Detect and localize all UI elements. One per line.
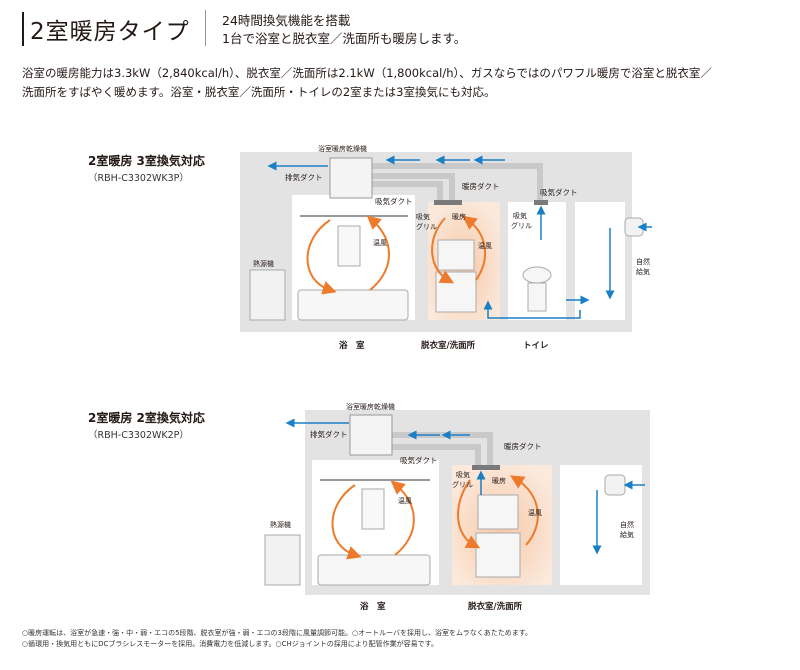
- dressing-warm-air-icon: [457, 479, 481, 549]
- bathtub: [297, 289, 409, 321]
- page-title: 2室暖房タイプ: [30, 19, 190, 45]
- diagram-model: （RBH-C3302WK3P）: [88, 173, 189, 184]
- label-heating: 暖房: [492, 476, 506, 485]
- hall-area: [575, 202, 625, 320]
- heating-duct-line: [370, 173, 455, 202]
- label-heat-source: 熱源機: [253, 259, 274, 268]
- label-heating-duct: 暖房ダクト: [504, 441, 542, 451]
- label-heat-source: 熱源機: [270, 520, 291, 529]
- label-natural: 自然: [620, 520, 634, 529]
- label-air-supply: 給気: [636, 267, 650, 276]
- exhaust-duct-line: [330, 163, 543, 200]
- natural-air-vent: [624, 217, 644, 237]
- label-warm-air: 温風: [373, 238, 387, 247]
- diagram-illustration: 浴室暖房乾燥機 排気ダクト 暖房ダクト 吸気ダクト 吸気 グリル 暖房 温風 温…: [264, 402, 650, 612]
- intake-duct-line: [360, 181, 443, 202]
- lead-paragraph: 浴室の暖房能力は3.3kW（2,840kcal/h）、脱衣室／洗面所は2.1kW…: [22, 64, 782, 102]
- label-intake-duct-2: 吸気ダクト: [540, 187, 578, 197]
- lead-line-1: 浴室の暖房能力は3.3kW（2,840kcal/h）、脱衣室／洗面所は2.1kW…: [22, 66, 712, 80]
- heating-grille: [486, 465, 500, 470]
- label-warm-air-2: 温風: [528, 508, 542, 517]
- heat-source-unit: [249, 269, 286, 321]
- label-intake-duct: 吸気ダクト: [375, 196, 413, 206]
- shirt: [361, 488, 385, 530]
- intake-grille-1: [434, 200, 448, 205]
- intake-grille: [472, 465, 486, 470]
- header-accent-bar: [22, 12, 24, 46]
- label-heating-duct: 暖房ダクト: [462, 181, 500, 191]
- heating-grille: [448, 200, 462, 205]
- bath-warm-air-icon: [366, 215, 390, 291]
- heat-source-unit: [264, 534, 301, 586]
- feature-line-1: 24時間換気機能を搭載: [222, 13, 351, 28]
- label-intake-duct: 吸気ダクト: [400, 455, 438, 465]
- label-grille: グリル: [416, 222, 437, 231]
- natural-air-vent: [604, 474, 626, 496]
- dryer-unit: [349, 414, 393, 456]
- mirror: [477, 494, 519, 530]
- header-divider: [205, 10, 206, 46]
- label-air-supply: 給気: [620, 530, 634, 539]
- toilet-base: [527, 282, 547, 312]
- label-warm-air-2: 温風: [478, 241, 492, 250]
- room-label-dressing: 脱衣室/洗面所: [468, 601, 523, 612]
- header-feature-text: 24時間換気機能を搭載 1台で浴室と脱衣室／洗面所も暖房します。: [222, 12, 466, 48]
- label-natural: 自然: [636, 257, 650, 266]
- bath-warm-air-icon: [331, 484, 362, 560]
- label-heating: 暖房: [452, 212, 466, 221]
- bath-warm-air-icon: [306, 219, 337, 295]
- intake-duct-line: [392, 444, 481, 467]
- room-label-toilet: トイレ: [523, 341, 549, 351]
- diagram-2room-ventilation: 2室暖房 2室換気対応 （RBH-C3302WK2P）: [0, 395, 800, 625]
- label-exhaust-duct: 排気ダクト: [285, 172, 323, 182]
- diagram-model: （RBH-C3302WK2P）: [88, 430, 189, 441]
- footnote-line-2: ○循環用・換気用ともにDCブラシレスモーターを採用。消費電力を低減します。○CH…: [22, 640, 438, 648]
- label-dryer: 浴室暖房乾燥機: [346, 402, 395, 411]
- label-intake-grille-2: 吸気: [513, 211, 527, 220]
- room-label-bathroom: 浴 室: [360, 601, 386, 612]
- bathtub: [317, 554, 431, 586]
- footnote-line-1: ○暖房運転は、浴室が急速・強・中・弱・エコの5段階、脱衣室が強・弱・エコの3段階…: [22, 629, 533, 637]
- label-dryer: 浴室暖房乾燥機: [318, 144, 367, 153]
- dryer-unit: [329, 157, 373, 199]
- dressing-warm-air-icon: [431, 217, 455, 284]
- label-intake: 吸気: [456, 470, 470, 479]
- dressing-warm-air-icon: [462, 215, 487, 281]
- intake-grille-2: [534, 200, 548, 205]
- footnotes: ○暖房運転は、浴室が急速・強・中・弱・エコの5段階、脱衣室が強・弱・エコの3段階…: [22, 628, 532, 650]
- label-intake-grille: 吸気: [416, 212, 430, 221]
- label-grille-2: グリル: [511, 221, 532, 230]
- diagram-title: 2室暖房 3室換気対応: [88, 154, 205, 168]
- lead-line-2: 洗面所をすばやく暖めます。浴室・脱衣室／洗面所・トイレの2室または3室換気にも対…: [22, 85, 496, 99]
- diagram-3room-ventilation: 2室暖房 3室換気対応 （RBH-C3302WK3P）: [0, 140, 800, 370]
- dressing-warm-air-icon: [510, 475, 539, 546]
- diagram-illustration: 浴室暖房乾燥機 排気ダクト 吸気ダクト 暖房ダクト 吸気ダクト 吸気 グリル 暖…: [240, 144, 652, 351]
- mirror: [437, 239, 475, 271]
- label-warm-air: 温風: [398, 496, 412, 505]
- shirt: [337, 225, 361, 267]
- room-label-dressing: 脱衣室/洗面所: [421, 340, 476, 351]
- toilet-seat: [522, 266, 552, 284]
- diagram-title: 2室暖房 2室換気対応: [88, 411, 205, 425]
- label-grille: グリル: [452, 480, 473, 489]
- room-label-bathroom: 浴 室: [339, 340, 365, 351]
- bath-warm-air-icon: [390, 480, 415, 556]
- label-exhaust-duct: 排気ダクト: [310, 429, 348, 439]
- feature-line-2: 1台で浴室と脱衣室／洗面所も暖房します。: [222, 31, 467, 46]
- vanity-cabinet: [475, 532, 521, 578]
- vanity-cabinet: [435, 271, 477, 313]
- return-air-arrow-icon: [483, 300, 581, 319]
